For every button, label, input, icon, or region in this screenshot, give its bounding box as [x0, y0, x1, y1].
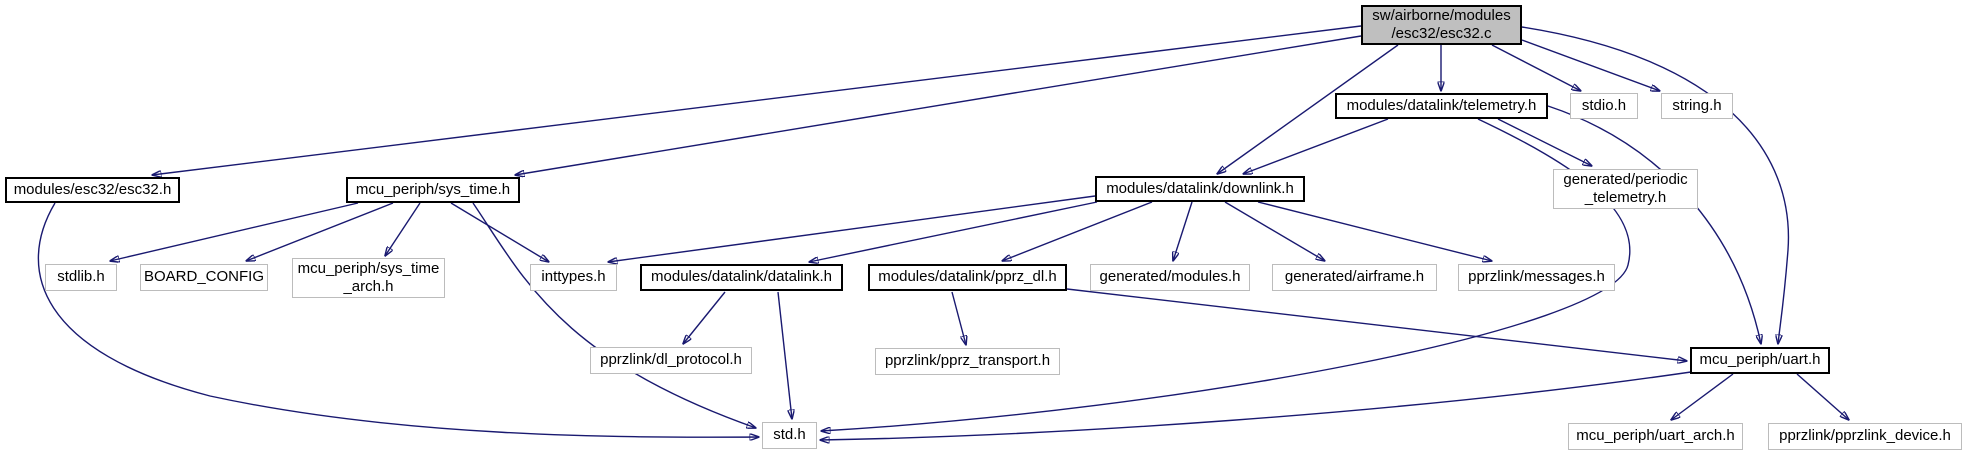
edge-pprz-dl-to-uart: [1066, 288, 1687, 361]
node-esc32-c: sw/airborne/modules /esc32/esc32.c: [1361, 5, 1522, 45]
edge-uart-to-uart-arch: [1671, 373, 1734, 420]
node-stdlib-h: stdlib.h: [45, 264, 117, 291]
edge-sys-time-to-inttypes: [450, 202, 549, 262]
edge-downlink-to-datalink: [809, 201, 1098, 262]
edge-esc32c-to-esc32h: [152, 25, 1362, 175]
edge-sys-time-to-std: [472, 202, 756, 428]
node-string-h: string.h: [1661, 93, 1733, 119]
edge-datalink-to-std: [777, 291, 792, 419]
node-pprz-dl-h[interactable]: modules/datalink/pprz_dl.h: [868, 264, 1067, 291]
node-generated-modules-h: generated/modules.h: [1090, 264, 1250, 291]
node-messages-h: pprzlink/messages.h: [1458, 264, 1615, 291]
edge-esc32c-to-sys-time: [515, 35, 1362, 175]
edge-downlink-to-gen-modules: [1173, 201, 1193, 261]
edge-sys-time-to-board-config: [246, 202, 394, 261]
node-datalink-h[interactable]: modules/datalink/datalink.h: [640, 264, 843, 291]
edge-downlink-to-inttypes: [608, 195, 1096, 262]
node-pprzlink-device-h: pprzlink/pprzlink_device.h: [1768, 423, 1962, 450]
edge-sys-time-to-sys-time-arch: [385, 202, 421, 256]
edge-esc32h-to-std: [37, 202, 759, 437]
node-inttypes-h: inttypes.h: [530, 264, 617, 291]
edge-downlink-to-gen-airframe: [1224, 201, 1325, 261]
edge-uart-to-pprzlink-device: [1796, 373, 1849, 420]
edge-pprz-dl-to-pprz-transport: [951, 291, 966, 345]
edge-esc32c-to-string: [1521, 39, 1660, 91]
edge-datalink-to-dl-protocol: [683, 291, 726, 344]
node-stdio-h: stdio.h: [1570, 93, 1638, 119]
node-std-h: std.h: [762, 422, 817, 449]
edge-esc32c-to-uart: [1521, 26, 1790, 344]
node-board-config: BOARD_CONFIG: [140, 264, 268, 291]
node-telemetry-h[interactable]: modules/datalink/telemetry.h: [1335, 93, 1548, 119]
node-uart-h[interactable]: mcu_periph/uart.h: [1690, 347, 1830, 374]
node-uart-arch-h: mcu_periph/uart_arch.h: [1568, 423, 1743, 450]
node-generated-airframe-h: generated/airframe.h: [1272, 264, 1437, 291]
edge-esc32c-to-stdio: [1491, 44, 1581, 91]
node-periodic-telemetry-h: generated/periodic _telemetry.h: [1553, 169, 1698, 209]
node-sys-time-arch-h: mcu_periph/sys_time _arch.h: [292, 258, 445, 298]
edge-esc32c-to-downlink: [1217, 44, 1399, 174]
edge-telemetry-to-uart: [1547, 105, 1761, 344]
node-esc32-h[interactable]: modules/esc32/esc32.h: [5, 177, 180, 203]
edge-telemetry-to-periodic: [1497, 118, 1592, 166]
node-dl-protocol-h: pprzlink/dl_protocol.h: [590, 347, 752, 374]
node-downlink-h[interactable]: modules/datalink/downlink.h: [1095, 176, 1305, 202]
node-pprz-transport-h: pprzlink/pprz_transport.h: [875, 348, 1060, 375]
edge-sys-time-to-stdlib: [110, 202, 359, 261]
edge-downlink-to-messages: [1257, 201, 1492, 261]
node-sys-time-h[interactable]: mcu_periph/sys_time.h: [346, 177, 520, 203]
edge-uart-to-std: [820, 371, 1692, 440]
edge-telemetry-to-downlink: [1243, 118, 1389, 174]
edge-downlink-to-pprz-dl: [1002, 201, 1153, 261]
